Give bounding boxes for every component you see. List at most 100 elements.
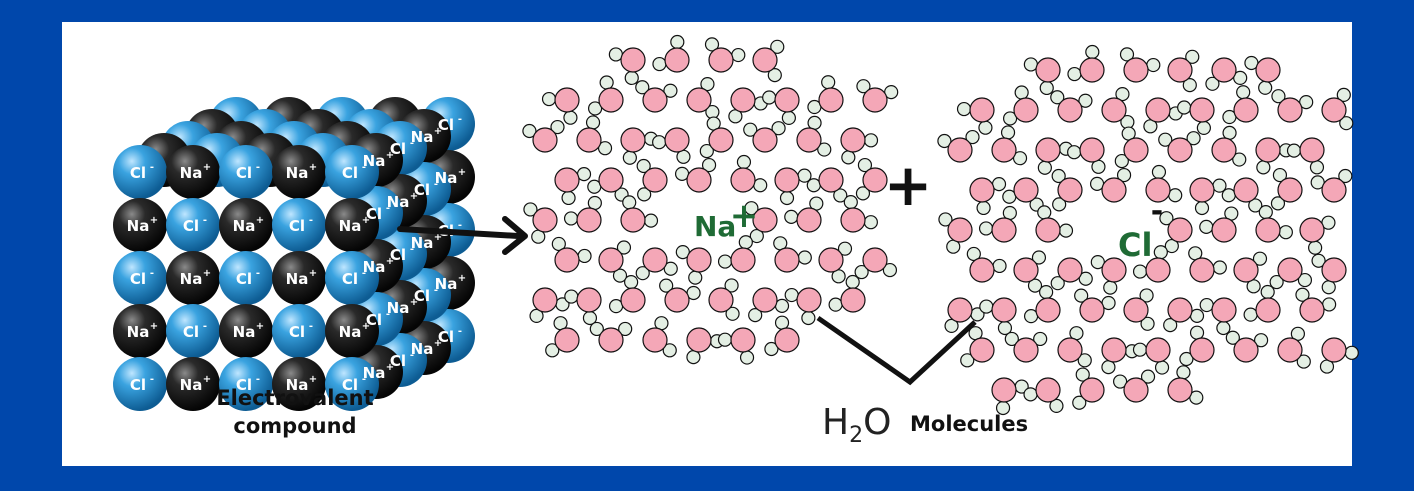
oxygen-atom: [708, 287, 734, 313]
chloride-sphere-label: Cl: [130, 270, 146, 288]
water-molecule: [764, 315, 800, 357]
hydrogen-atom: [724, 278, 739, 293]
sphere-charge-label: +: [150, 215, 158, 226]
hydrogen-atom: [1308, 240, 1323, 255]
oxygen-atom: [1277, 337, 1303, 363]
hydrogen-atom: [662, 343, 677, 358]
hydrogen-atom: [882, 262, 898, 278]
chloride-sphere: [325, 357, 379, 411]
chloride-sphere: [113, 357, 167, 411]
water-molecule: [1090, 255, 1127, 295]
sodium-sphere-label: Na: [411, 340, 434, 358]
hydrogen-atom: [624, 274, 639, 290]
hydrogen-atom: [863, 215, 878, 230]
oxygen-atom: [1123, 57, 1149, 83]
sphere-charge-label: -: [150, 162, 154, 173]
oxygen-atom: [686, 167, 712, 193]
hydrogen-atom: [1078, 271, 1093, 286]
oxygen-atom: [991, 377, 1017, 403]
water-molecule: [1023, 57, 1061, 96]
sphere-charge-label: -: [362, 162, 366, 173]
sodium-sphere-label: Na: [127, 323, 150, 341]
oxygen-atom: [1211, 57, 1237, 83]
oxygen-atom: [1035, 377, 1061, 403]
hydrogen-atom: [1023, 387, 1038, 402]
hydrogen-atom: [1052, 197, 1067, 212]
oxygen-atom: [620, 207, 646, 233]
water-molecule: [589, 321, 633, 353]
oxygen-atom: [532, 127, 558, 153]
water-molecule: [1277, 326, 1311, 369]
chloride-sphere-label: Cl: [438, 328, 454, 346]
hydrogen-atom: [612, 268, 628, 283]
chloride-sphere: [166, 304, 220, 358]
water-molecule: [1243, 284, 1281, 323]
water-molecule: [652, 34, 690, 73]
water-molecule: [541, 87, 580, 125]
oxygen-atom: [598, 87, 624, 113]
water-molecule: [956, 97, 995, 135]
sphere-charge-label: +: [458, 273, 466, 284]
hydrogen-atom: [855, 186, 871, 201]
water-molecule: [1057, 326, 1092, 368]
water-molecule: [620, 127, 659, 165]
water-molecule: [1167, 365, 1204, 405]
hydrogen-atom: [1272, 167, 1288, 183]
hydrogen-atom: [1033, 331, 1048, 347]
water-molecule: [598, 240, 632, 283]
hydrogen-atom: [624, 70, 639, 86]
hydrogen-atom: [1051, 168, 1066, 184]
chloride-sphere-label: Cl: [236, 164, 252, 182]
hydrogen-atom: [1199, 219, 1214, 234]
oxygen-atom: [1211, 217, 1237, 243]
hydrogen-atom: [1278, 225, 1293, 240]
hydrogen-atom: [1067, 66, 1082, 82]
oxygen-atom: [947, 297, 973, 323]
oxygen-atom: [1123, 137, 1149, 163]
oxygen-atom: [708, 127, 734, 153]
chloride-sphere-label: Cl: [414, 181, 430, 199]
water-molecule: [728, 87, 768, 124]
oxygen-atom: [576, 127, 602, 153]
hydrogen-atom: [1185, 49, 1200, 64]
hydrogen-atom: [1000, 125, 1016, 140]
water-molecule: [1299, 215, 1336, 255]
water-molecules-label: Molecules: [910, 412, 1028, 436]
sphere-charge-label: -: [150, 374, 154, 385]
water-molecule: [1035, 205, 1074, 243]
sodium-sphere-label: Na: [387, 193, 410, 211]
hydrogen-atom: [523, 202, 538, 217]
sodium-sphere-label: Na: [387, 299, 410, 317]
hydrogen-atom: [1085, 44, 1100, 60]
water-pointer-bracket: [816, 315, 977, 386]
sphere-charge-label: -: [309, 321, 313, 332]
hydrogen-atom: [589, 321, 604, 337]
water-molecule: [1225, 330, 1269, 363]
oxygen-atom: [796, 127, 822, 153]
hydrogen-atom: [1248, 198, 1263, 213]
water-molecule: [1233, 251, 1268, 294]
water-molecule: [773, 236, 812, 273]
water-molecule: [840, 195, 878, 233]
oxygen-atom: [1167, 377, 1193, 403]
chloride-sphere: [325, 251, 379, 305]
water-molecule: [699, 116, 734, 159]
hydrogen-atom: [1258, 205, 1273, 220]
water-molecule: [1051, 168, 1083, 212]
water-molecule: [991, 377, 1029, 416]
hydrogen-atom: [545, 343, 560, 358]
water-molecule: [1163, 297, 1205, 333]
hydrogen-atom: [863, 133, 879, 148]
hydrogen-atom: [1077, 353, 1092, 368]
hydrogen-atom: [1132, 264, 1148, 279]
oxygen-atom: [664, 287, 690, 313]
sphere-charge-label: -: [386, 203, 390, 214]
sodium-ion-label: Na: [694, 210, 736, 243]
oxygen-atom: [598, 327, 624, 353]
oxygen-atom: [730, 167, 756, 193]
hydrogen-atom: [1260, 284, 1275, 300]
sodium-sphere-label: Na: [233, 323, 256, 341]
water-molecule: [1143, 97, 1183, 134]
water-molecule: [1221, 177, 1263, 213]
sphere-charge-label: +: [386, 362, 394, 373]
